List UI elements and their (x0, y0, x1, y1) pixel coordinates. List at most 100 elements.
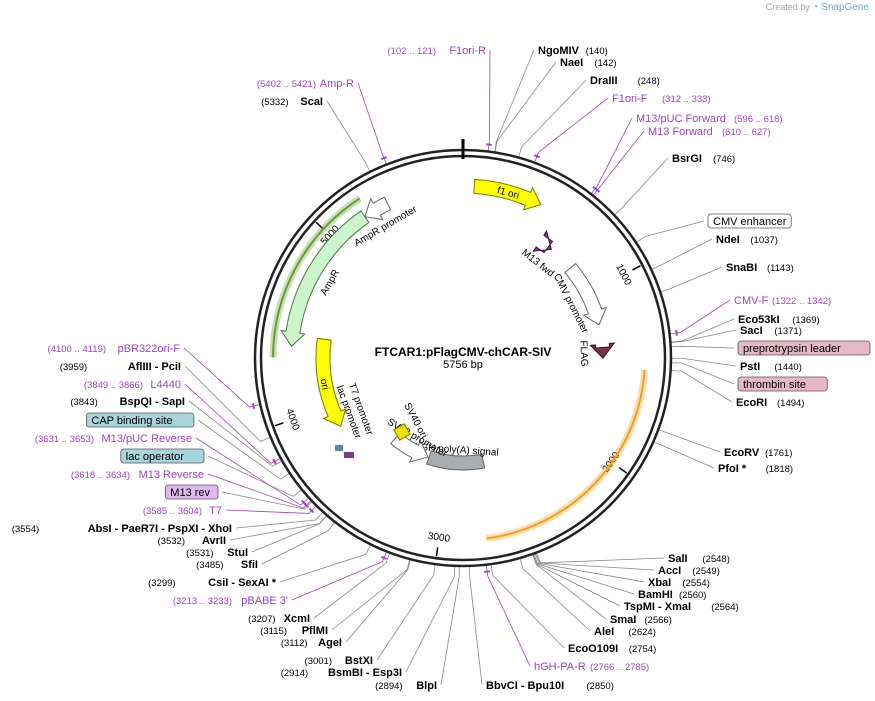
site-name: SnaBI (726, 262, 757, 274)
label-leader (670, 370, 733, 403)
site-coord: (2894) (375, 681, 402, 692)
site-label[interactable]: F1ori-R(102 .. 121) (387, 45, 486, 57)
site-label[interactable]: BsrGI(746) (672, 153, 735, 165)
site-label[interactable]: SmaI(2566) (610, 614, 672, 626)
site-label[interactable]: BsmBI - Esp3I(2914) (281, 667, 402, 679)
site-name: BsmBI - Esp3I (328, 667, 402, 679)
label-leader (532, 553, 621, 607)
site-coord: (2754) (629, 644, 656, 655)
site-label[interactable]: pBABE 3'(3213 .. 3233) (173, 595, 288, 607)
label-leader (184, 365, 271, 442)
site-coord: (3213 .. 3233) (173, 596, 232, 607)
label-leader (518, 79, 587, 158)
site-label[interactable]: preprotrypsin leader (737, 340, 871, 356)
site-label[interactable]: AvrII(3532) (158, 535, 226, 547)
feature-hgh-poly-a-signal (426, 450, 486, 471)
label-leader (184, 383, 281, 464)
site-label[interactable]: Amp-R(5402 .. 5421) (257, 78, 354, 90)
site-label[interactable]: BlpI(2894) (375, 680, 437, 692)
label-leader (494, 61, 557, 153)
site-label[interactable]: lac operator (120, 448, 205, 464)
site-label[interactable]: BspQI - SapI(3843) (70, 396, 185, 408)
site-label[interactable]: SacI(1371) (740, 325, 802, 337)
site-label[interactable]: AccI (2549) (658, 565, 720, 577)
site-label[interactable]: CMV-F(1322 .. 1342) (734, 295, 831, 307)
site-coord: (5332) (261, 97, 288, 108)
label-leader (490, 564, 565, 649)
site-label[interactable]: SfiI(3485) (196, 559, 258, 571)
site-label[interactable]: PflMI(3115) (260, 625, 328, 637)
site-label[interactable]: DraIII(248) (590, 75, 660, 87)
site-label[interactable]: BbvCI - Bpu10I(2850) (486, 680, 614, 692)
site-label[interactable]: EcoO109I(2754) (568, 643, 656, 655)
site-label[interactable]: AflIII - PciI(3959) (60, 361, 181, 373)
label-leader (229, 514, 328, 541)
site-label[interactable]: F1ori-F(312 .. 333) (612, 93, 711, 105)
site-label[interactable]: T7(3585 .. 3604) (143, 505, 222, 517)
site-coord: (3532) (158, 536, 185, 547)
site-name: AccI (658, 565, 681, 577)
scale-tick (632, 265, 641, 271)
site-coord: (3207) (248, 614, 275, 625)
feature-label: ori (318, 378, 331, 391)
site-label[interactable]: XbaI(2554) (648, 577, 710, 589)
site-label[interactable]: Eco53kI(1369) (738, 314, 820, 326)
primer-mark (594, 187, 601, 193)
site-label[interactable]: NdeI(1037) (716, 234, 778, 246)
site-label[interactable]: TspMI - XmaI(2564) (624, 601, 739, 613)
primer-mark (380, 555, 387, 560)
site-label[interactable]: NgoMIV(140) (538, 45, 608, 57)
site-label[interactable]: hGH-PA-R(2766 .. 2785) (534, 661, 649, 673)
label-leader (313, 552, 391, 619)
site-coord: (2564) (711, 602, 738, 613)
feature-box-label: lac operator (126, 451, 184, 463)
label-leader (405, 565, 456, 673)
site-coord: (2766 .. 2785) (590, 662, 649, 673)
site-label[interactable]: XcmI(3207) (248, 613, 310, 625)
site-label[interactable]: L4440(3849 .. 3866) (84, 379, 181, 391)
feature-box-label: thrombin site (743, 379, 806, 391)
site-label[interactable]: ScaI (5332) (261, 96, 323, 108)
site-coord: (2624) (628, 627, 655, 638)
site-label[interactable]: EcoRI(1494) (736, 397, 804, 409)
site-name: ScaI (300, 96, 323, 108)
label-leader (326, 100, 371, 173)
site-label[interactable]: PstI(1440) (740, 361, 802, 373)
feature-ampr-promoter (364, 196, 392, 221)
label-leader (357, 82, 387, 165)
site-label[interactable]: M13/pUC Forward(596 .. 618) (636, 113, 783, 125)
label-leader (669, 299, 731, 335)
sv40-ori-box (393, 423, 411, 441)
site-coord: (2549) (692, 566, 719, 577)
site-label[interactable]: AgeI(3112) (281, 637, 342, 649)
site-label[interactable]: PfoI *(1818) (718, 463, 793, 475)
primer-mark (380, 156, 387, 161)
site-label[interactable]: CMV enhancer (707, 213, 792, 229)
site-label[interactable]: M13 Reverse(3618 .. 3634) (71, 469, 204, 481)
label-leader (376, 564, 436, 661)
label-leader (535, 552, 655, 571)
site-label[interactable]: AleI(2624) (594, 626, 656, 638)
label-leader (197, 419, 290, 480)
site-label[interactable]: M13 Forward(610 .. 627) (648, 126, 771, 138)
label-leader (535, 552, 665, 564)
scale-tick (435, 547, 439, 557)
site-label[interactable]: StuI(3531) (186, 547, 248, 559)
site-coord: (142) (594, 58, 616, 69)
site-label[interactable]: AbsI - PaeR7I - PspXI - XhoI(3554) (12, 523, 232, 535)
label-leader (519, 557, 591, 632)
site-label[interactable]: thrombin site (737, 376, 828, 392)
site-label[interactable]: CAP binding site (86, 412, 195, 428)
site-label[interactable]: pBR322ori-F(4100 .. 4119) (48, 343, 181, 355)
site-label[interactable]: BstXI(3001) (305, 655, 373, 667)
label-leader (653, 441, 715, 469)
site-label[interactable]: M13 rev (164, 484, 219, 500)
site-label[interactable]: CsiI - SexAI *(3299) (148, 577, 277, 589)
site-label[interactable]: EcoRV(1761) (724, 447, 792, 459)
site-label[interactable]: BamHI(2560) (638, 589, 706, 601)
site-label[interactable]: NaeI(142) (560, 57, 617, 69)
feature-box (120, 448, 205, 464)
site-label[interactable]: SalI(2548) (668, 553, 730, 565)
site-label[interactable]: SnaBI(1143) (726, 262, 794, 274)
site-label[interactable]: M13/pUC Reverse(3631 .. 3653) (35, 433, 192, 445)
